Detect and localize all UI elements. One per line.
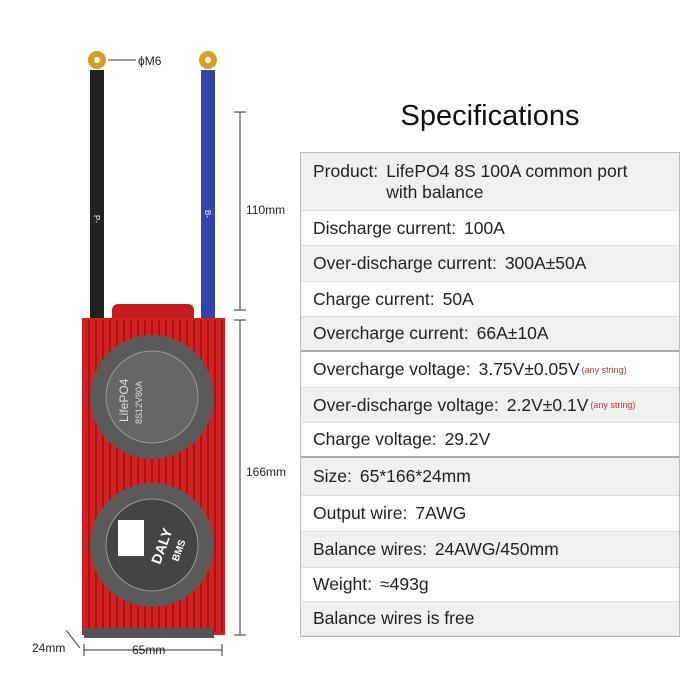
spec-value: 2.2V±0.1V [506, 394, 589, 415]
spec-value: 65*166*24mm [359, 466, 471, 486]
spec-row: Over-discharge current: 300A±50A [301, 246, 679, 282]
spec-row: Discharge current: 100A [301, 211, 679, 246]
spec-row: Output wire: 7AWG [301, 496, 679, 532]
spec-label: Product: [313, 160, 379, 181]
heatsink-fin [88, 320, 90, 632]
heatsink-fin [186, 320, 188, 632]
heatsink-fin [172, 320, 174, 632]
wire-label-p: P- [92, 215, 101, 223]
spec-value: 100A [463, 217, 505, 238]
heatsink-fin [207, 320, 209, 632]
terminal-label: ϕM6 [138, 54, 162, 68]
length-label: 166mm [246, 465, 287, 479]
heatsink-fin [109, 320, 111, 632]
heatsink-fin [130, 320, 132, 632]
heatsink-fin [116, 320, 118, 632]
spec-value: 50A [442, 288, 474, 309]
heatsink-fin [158, 320, 160, 632]
spec-label: Overcharge current: [313, 323, 469, 343]
spec-row: Overcharge voltage: 3.75V±0.05V(any strin… [301, 352, 679, 388]
wire-length-label: 110mm [246, 203, 286, 217]
spec-value: 300A±50A [504, 253, 587, 273]
spec-row: Over-discharge voltage: 2.2V±0.1V(any str… [301, 388, 679, 423]
spec-value: 7AWG [415, 503, 467, 523]
spec-label: Over-discharge current: [313, 253, 497, 273]
heatsink-fin [165, 320, 167, 632]
heatsink-fin [102, 320, 104, 632]
heatsink-fin [179, 320, 181, 632]
spec-value: ≈493g [380, 574, 429, 594]
wire-label-b: B- [203, 210, 212, 218]
spec-row: Charge voltage: 29.2V [301, 423, 679, 458]
spec-label: Output wire: [313, 503, 408, 523]
specifications-title: Specifications [400, 100, 580, 132]
heatsink-fin [95, 320, 97, 632]
spec-row: Weight: ≈493g [301, 568, 679, 602]
thickness-label: 24mm [32, 641, 66, 655]
wire-positive [199, 51, 217, 320]
fan-text: LifePO4 [117, 378, 131, 422]
heatsink-fin [144, 320, 146, 632]
wire-negative [88, 51, 106, 320]
heatsink-fin [221, 320, 223, 632]
spec-value: 29.2V [444, 429, 491, 449]
spec-label: Balance wires: [313, 539, 427, 559]
spec-label: Balance wires is free [313, 608, 475, 628]
spec-note: (any string) [581, 364, 627, 375]
heatsink-fin [151, 320, 153, 632]
spec-label: Discharge current: [313, 217, 456, 238]
spec-row: Overcharge current: 66A±10A [301, 317, 679, 352]
fan-top: LifePO4 8S12V80A [90, 335, 214, 459]
width-label: 65mm [132, 643, 166, 657]
spec-row: Balance wires is free [301, 602, 679, 636]
model-label: 8S12V80A [134, 381, 144, 424]
spec-row: Charge current: 50A [301, 282, 679, 317]
spec-note: (any string) [590, 400, 636, 410]
spec-value: 24AWG/450mm [434, 539, 559, 559]
spec-label: Size: [313, 466, 352, 486]
spec-value: 66A±10A [476, 323, 549, 343]
bms-product-illustration: P- B- LifePO4 8S12V80A DALY BMS [65, 51, 246, 656]
heatsink-fin [123, 320, 125, 632]
spec-label: Charge voltage: [313, 429, 437, 449]
spec-value: 3.75V±0.05V [478, 359, 580, 379]
spec-label: Weight: [313, 574, 373, 594]
spec-label: Overcharge voltage: [313, 359, 471, 379]
heatsink-fin [214, 320, 216, 632]
heatsink-fin [200, 320, 202, 632]
spec-label: Over-discharge voltage: [313, 394, 499, 415]
heatsink-fin [137, 320, 139, 632]
spec-label: Charge current: [313, 288, 435, 309]
spec-row: Size: 65*166*24mm [301, 458, 679, 496]
heatsink-fin [193, 320, 195, 632]
spec-row: Balance wires: 24AWG/450mm [301, 532, 679, 568]
fan-bottom: DALY BMS [90, 483, 214, 607]
